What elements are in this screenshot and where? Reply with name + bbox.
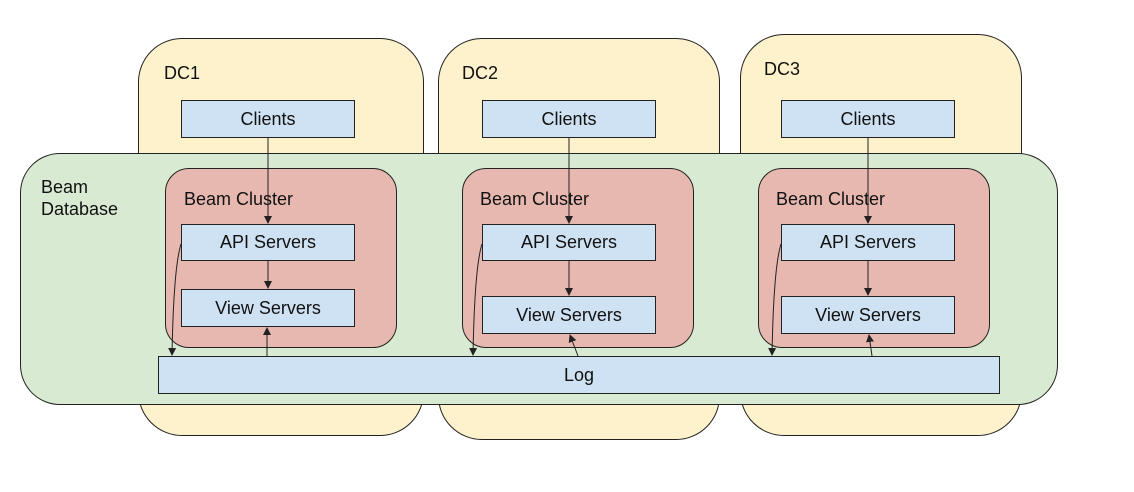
dc3-log-to-view-arrow (866, 334, 874, 357)
dc1-label: DC1 (164, 63, 201, 83)
dc2-api-servers-box: API Servers (482, 224, 656, 261)
dc3-label: DC3 (764, 59, 801, 79)
dc2-clients-box: Clients (482, 100, 656, 138)
dc3-view-servers-box: View Servers (781, 296, 955, 334)
dc2-cluster-label: Beam Cluster (480, 189, 590, 209)
dc2-label: DC2 (462, 63, 499, 83)
dc1-view-servers-box: View Servers (181, 289, 355, 327)
database-label-line2: Database (41, 199, 119, 219)
log-box: Log (158, 356, 1000, 394)
dc2-log-to-view-arrow (568, 334, 579, 357)
dc3-api-to-log-arrow (768, 243, 782, 356)
dc3-cluster-label: Beam Cluster (776, 189, 886, 209)
dc1-api-servers-box: API Servers (181, 224, 355, 261)
dc1-clients-box: Clients (181, 100, 355, 138)
dc3-api-servers-box: API Servers (781, 224, 955, 261)
database-label-line1: Beam (41, 177, 89, 197)
dc3-clients-box: Clients (781, 100, 955, 138)
dc1-cluster-label: Beam Cluster (184, 189, 294, 209)
dc2-view-servers-box: View Servers (482, 296, 656, 334)
dc1-api-to-log-arrow (168, 243, 182, 356)
dc2-api-to-log-arrow (469, 243, 483, 356)
